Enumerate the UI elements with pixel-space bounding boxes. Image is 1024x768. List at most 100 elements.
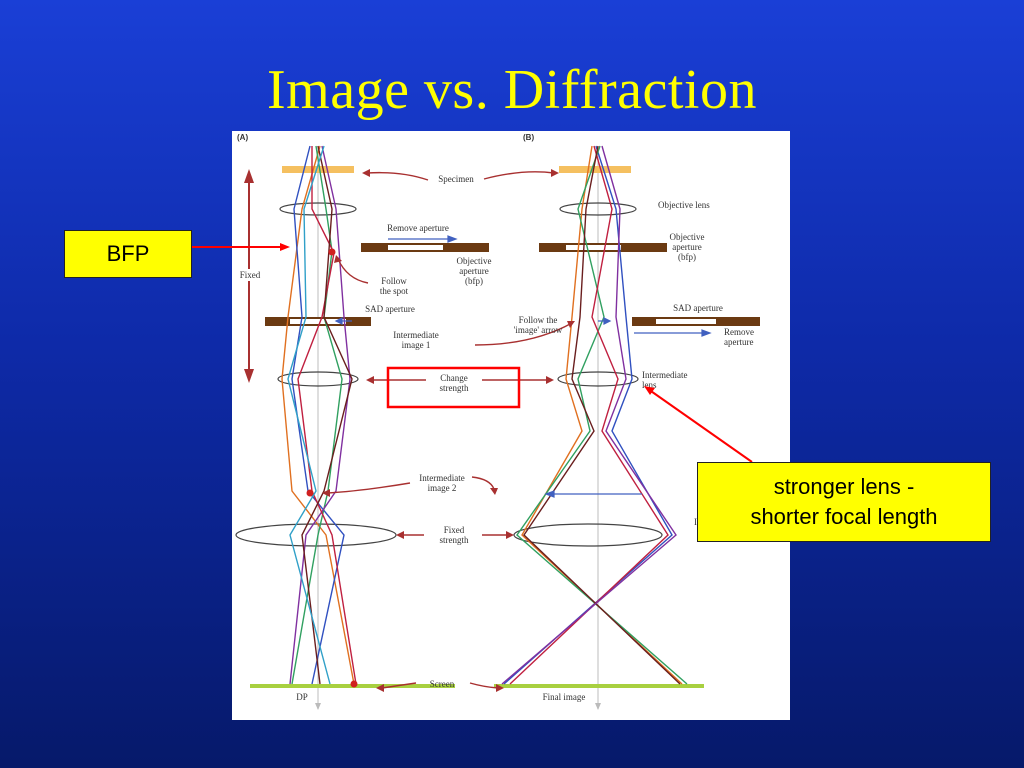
specimen-b [559, 166, 631, 173]
axis-arrow-b [595, 703, 601, 710]
sad-arrowhead-a [334, 317, 343, 325]
ah-6 [546, 376, 554, 384]
change-strength-line1: Change [440, 373, 468, 383]
image2-arrowhead-b [544, 490, 555, 498]
rays-panel-b [501, 145, 688, 685]
ray-a-green [291, 145, 343, 685]
intermediate-image1-line2: image 1 [402, 340, 431, 350]
follow-spot-line2: the spot [380, 286, 409, 296]
screen-leader-b [469, 682, 499, 689]
objective-aperture-b-line2: aperture [672, 242, 701, 252]
specimen-a [282, 166, 354, 173]
panel-b-label: (B) [523, 133, 534, 142]
fixed-strength-line2: strength [440, 535, 469, 545]
ah-5 [366, 376, 374, 384]
ray-b-maroon [523, 145, 681, 685]
objective-lens-b [559, 202, 637, 216]
slide-title: Image vs. Diffraction [267, 59, 757, 121]
ray-b-blue [503, 145, 673, 685]
ray-a-orange [281, 145, 355, 685]
remove-aperture-arrowhead [447, 235, 458, 243]
ray-a-blue [291, 145, 345, 685]
stronger-lens-line1: stronger lens - [773, 474, 915, 499]
intermediate-image2-leader-a [327, 482, 411, 494]
ah-2 [551, 169, 559, 177]
fixed-arrow-up [244, 169, 254, 183]
sad-aperture-a-label: SAD aperture [365, 304, 415, 314]
specimen-label: Specimen [438, 174, 474, 184]
blue-arrows [334, 235, 712, 498]
fixed-strength-line1: Fixed [444, 525, 465, 535]
intermediate-image1-line1: Intermediate [393, 330, 438, 340]
ah-4 [567, 321, 575, 328]
intermediate-lens-line1: Intermediate [642, 370, 687, 380]
ray-a-maroon [301, 145, 353, 685]
dp-spot [350, 680, 358, 688]
rays-panel-a [281, 145, 357, 685]
follow-image-line1: Follow the [519, 315, 558, 325]
stronger-lens-line2: shorter focal length [750, 504, 938, 529]
screen-leader-a [381, 682, 417, 689]
intermediate-image1-leader [474, 322, 573, 346]
bfp-spot [328, 248, 336, 256]
objective-aperture-a-line3: (bfp) [465, 276, 483, 286]
fixed-label-bg [237, 269, 263, 281]
intermediate-lens-a [277, 371, 359, 387]
remove-aperture-label: Remove aperture [387, 223, 449, 233]
remove-sad-line2: aperture [724, 337, 753, 347]
ah-10 [506, 531, 514, 539]
ah-8 [490, 488, 498, 495]
edge-mark-label: I [694, 517, 697, 527]
ah-9 [396, 531, 404, 539]
objective-aperture-a-line1: Objective [457, 256, 492, 266]
bfp-callout: BFP [64, 230, 192, 278]
follow-image-line2: 'image' arrow [514, 325, 563, 335]
follow-spot-line1: Follow [381, 276, 407, 286]
intermediate-lens-line2: lens [642, 380, 657, 390]
ah-3 [334, 255, 342, 263]
objective-aperture-b-line3: (bfp) [678, 252, 696, 262]
intermediate-image2-leader-b [471, 476, 495, 490]
ray-b-red [509, 145, 669, 685]
ray-diagram-svg: (A) (B) Fixed [235, 133, 760, 710]
tem-ray-diagram: (A) (B) Fixed [232, 131, 790, 720]
fixed-label: Fixed [240, 270, 261, 280]
objective-aperture-a-hole [388, 245, 443, 250]
screen-label: Screen [430, 679, 455, 689]
stronger-lens-callout: stronger lens - shorter focal length [697, 462, 991, 542]
ray-a-cyan [287, 145, 331, 685]
objective-aperture-b-line1: Objective [670, 232, 705, 242]
ah-7 [322, 489, 330, 497]
axis-arrow-a [315, 703, 321, 710]
remove-sad-arrowhead [701, 329, 712, 337]
remove-sad-line1: Remove [724, 327, 754, 337]
image-arrowhead-b [603, 317, 612, 325]
change-strength-line2: strength [440, 383, 469, 393]
ray-a-purple [289, 145, 351, 685]
objective-aperture-b-hole [566, 245, 621, 250]
dp-label: DP [296, 692, 308, 702]
ray-b-orange [521, 145, 683, 685]
objective-lens-label: Objective lens [658, 200, 710, 210]
follow-spot-leader [337, 258, 369, 284]
screen-b [494, 684, 704, 688]
sad-aperture-a-hole [290, 319, 346, 324]
leader-arrowheads [322, 169, 575, 692]
image2-spot [306, 489, 314, 497]
final-image-label: Final image [543, 692, 586, 702]
objective-lens-a [279, 202, 357, 216]
intermediate-image2-line2: image 2 [428, 483, 457, 493]
ah-12 [496, 684, 504, 692]
sad-aperture-b-hole [656, 319, 716, 324]
intermediate-lens-b [557, 371, 639, 387]
ray-a-red [297, 146, 357, 685]
fixed-arrow-down [244, 369, 254, 383]
ray-b-purple [501, 145, 677, 685]
specimen-leader-b [483, 171, 555, 180]
objective-aperture-a-line2: aperture [459, 266, 488, 276]
specimen-leader-a [366, 171, 429, 181]
ah-1 [362, 169, 370, 177]
ah-11 [376, 684, 384, 692]
ray-b-green [516, 145, 688, 685]
sad-aperture-b-label: SAD aperture [673, 303, 723, 313]
